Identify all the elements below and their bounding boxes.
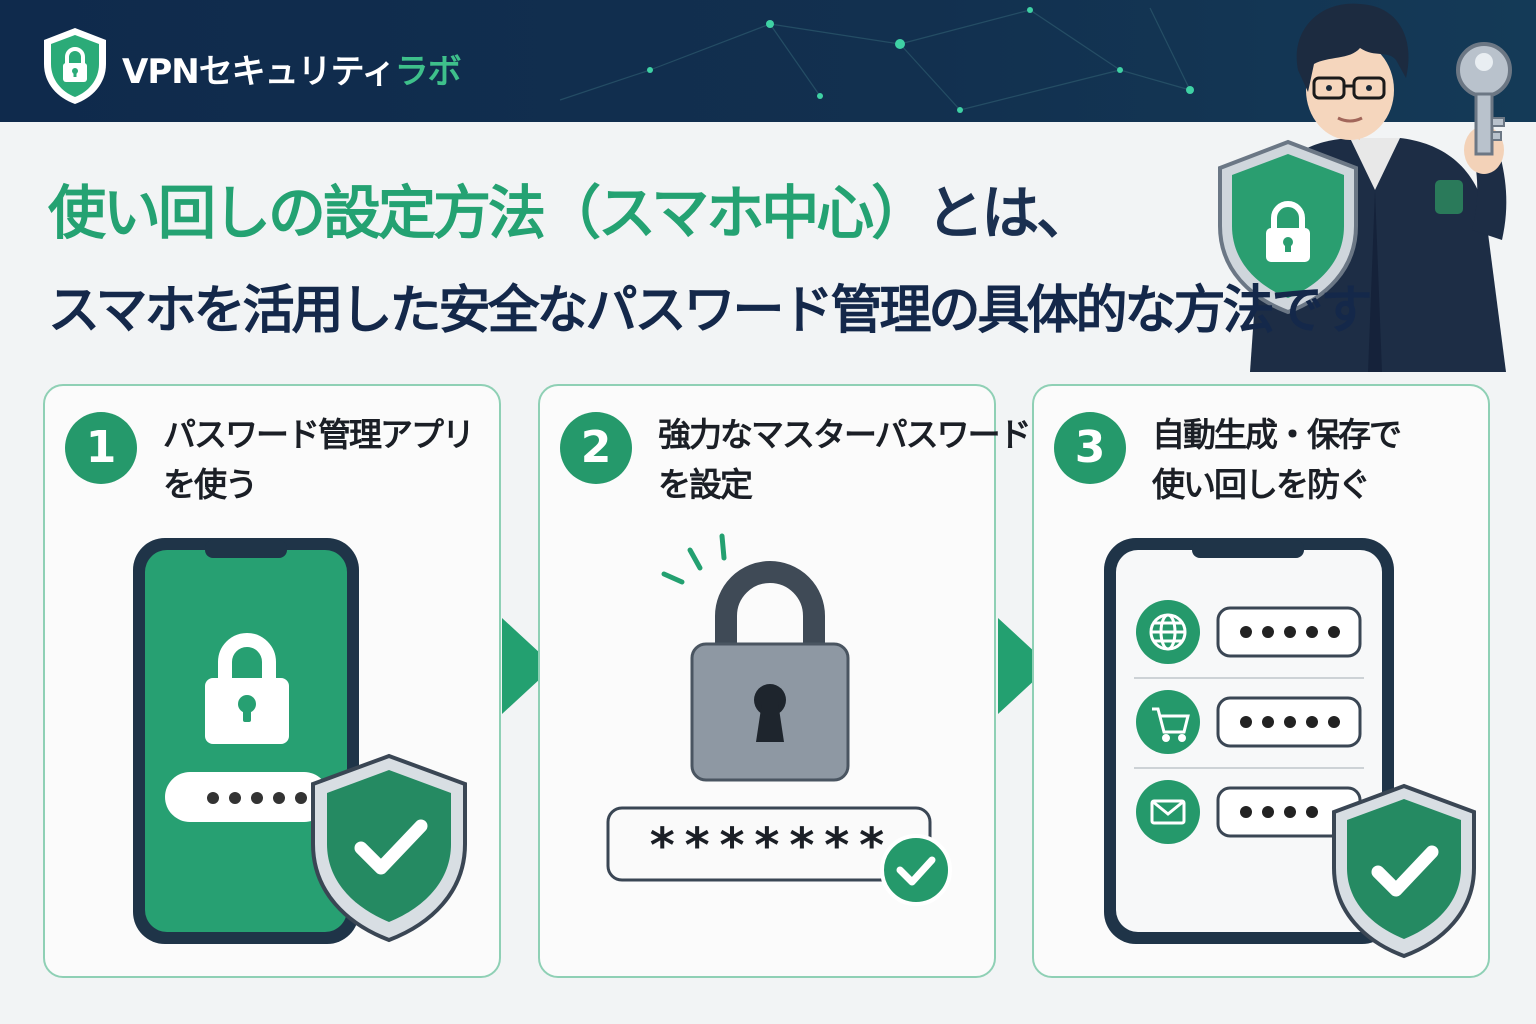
step-title-2-line2: を設定 [658,465,753,504]
check-circle-icon [880,834,952,906]
lock-icon [205,633,289,744]
step-card-1: 1 パスワード管理アプリ を使う [43,384,501,978]
step-title-1: パスワード管理アプリ を使う [163,410,493,510]
step-number-2: 2 [560,412,632,484]
shield-check-icon [311,753,467,943]
arrow-right-icon [502,618,554,714]
step-title-3-line2: 使い回しを防ぐ [1152,465,1371,504]
header-bar: VPNセキュリティラボ [0,0,1536,122]
step-3-illustration [1104,538,1476,959]
brand-main: VPNセキュリティ [122,52,396,92]
step-title-2-line1: 強力なマスターパスワード [658,415,1032,454]
step-2-illustration: ******* [606,533,952,906]
key-icon [1456,42,1512,156]
sparkle-lines [661,533,727,585]
credential-row [1134,690,1364,769]
brand-accent: ラボ [394,52,462,92]
mail-icon [1150,799,1186,825]
step-number-3: 3 [1054,412,1126,484]
step-1-illustration [133,538,467,944]
master-password-field: ******* [606,806,932,882]
step-title-2: 強力なマスターパスワード を設定 [658,410,1032,510]
page-subtitle: スマホを活用した安全なパスワード管理の具体的な方法です [48,281,1372,341]
arrow-right-icon [998,618,1050,714]
step-number-1: 1 [65,412,137,484]
brand-name[interactable]: VPNセキュリティラボ [122,44,462,93]
credential-row [1134,600,1364,679]
credential-row [1136,780,1362,844]
page-title: 使い回しの設定方法（スマホ中心）とは、 [48,166,1094,250]
shield-check-icon [1332,783,1476,959]
cart-icon [1152,707,1190,742]
step-title-3-line1: 自動生成・保存で [1152,415,1402,454]
step-title-3: 自動生成・保存で 使い回しを防ぐ [1152,410,1482,510]
masked-password-field [165,772,329,822]
step-card-3: 3 自動生成・保存で 使い回しを防ぐ [1032,384,1490,978]
security-character-illustration [1218,3,1512,372]
title-rest: とは、 [926,179,1094,247]
globe-icon [1149,613,1187,651]
network-background [559,7,1194,113]
padlock-icon [690,561,850,782]
step-card-2: 2 強力なマスターパスワード を設定 ******* [538,384,1032,978]
step-title-1-line2: を使う [163,465,258,504]
masked-value: ******* [648,818,892,874]
shield-lock-icon [1218,139,1358,315]
title-highlight: 使い回しの設定方法（スマホ中心） [48,179,929,247]
step-title-1-line1: パスワード管理アプリ [163,415,475,454]
arm-badge [1435,180,1463,214]
shield-lock-icon [44,28,106,104]
